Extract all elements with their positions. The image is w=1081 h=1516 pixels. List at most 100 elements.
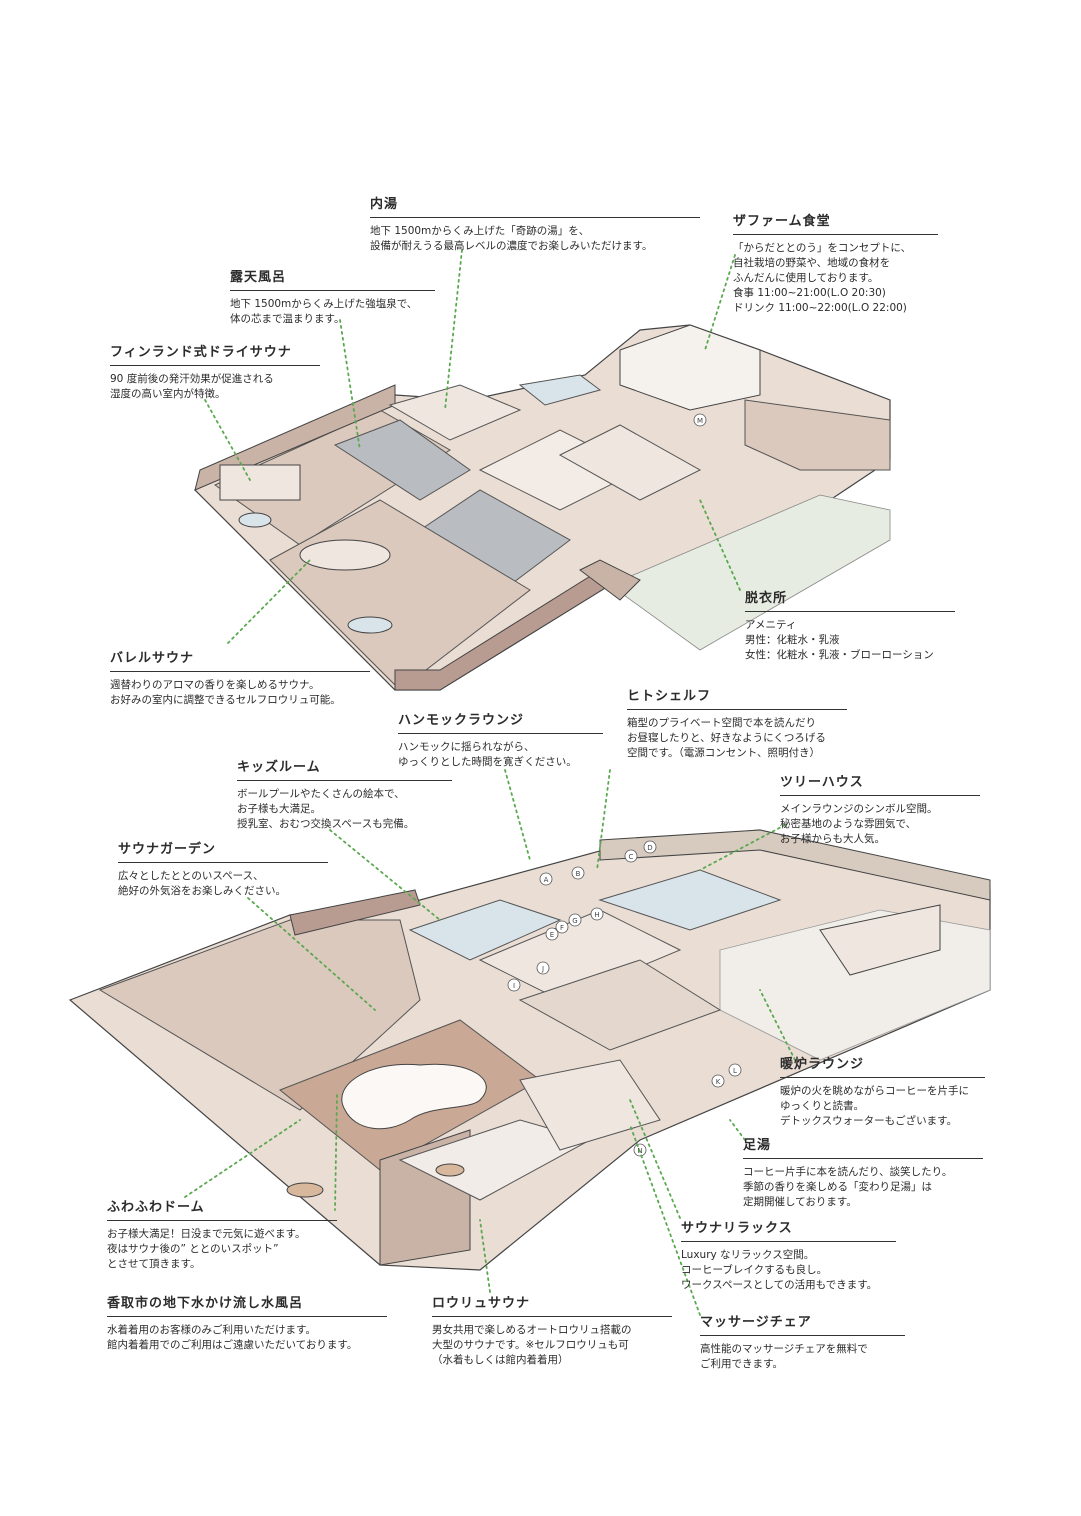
- callout-line: 空間です。（電源コンセント、照明付き）: [627, 747, 820, 759]
- lower-floor-plan: A B C D E F G H I J K: [68, 829, 991, 1271]
- callout-rotenburo: 露天風呂 地下 1500mからくみ上げた強塩泉で、 体の芯まで温まります。: [230, 266, 435, 327]
- callout-title: 香取市の地下水かけ流し水風呂: [107, 1292, 387, 1317]
- callout-title: ふわふわドーム: [107, 1196, 337, 1221]
- callout-line: 体の芯まで温まります。: [230, 313, 345, 325]
- callout-line: Luxury なリラックス空間。: [681, 1249, 815, 1261]
- callout-line: 週替わりのアロマの香りを楽しめるサウナ。: [110, 679, 320, 691]
- callout-line: デトックスウォーターもございます。: [780, 1115, 958, 1127]
- callout-line: メインラウンジのシンボル空間。: [780, 803, 938, 815]
- callout-hitoshelf: ヒトシェルフ 箱型のプライベート空間で本を読んだり お昼寝したりと、好きなように…: [627, 685, 847, 761]
- map-marker-E: E: [550, 931, 554, 939]
- callout-line: 秘密基地のような雰囲気で、: [780, 818, 917, 830]
- callout-line: アメニティ: [745, 619, 797, 631]
- callout-dressing-room: 脱衣所 アメニティ 男性：化粧水・乳液 女性：化粧水・乳液・ブローローション: [745, 587, 955, 663]
- map-marker-A: A: [544, 876, 549, 884]
- map-marker-B: B: [576, 870, 581, 878]
- callout-line: 男女共用で楽しめるオートロウリュ搭載の: [432, 1324, 632, 1336]
- callout-sauna-garden: サウナガーデン 広々としたととのいスペース、 絶好の外気浴をお楽しみください。: [118, 838, 328, 899]
- callout-katori-water-bath: 香取市の地下水かけ流し水風呂 水着着用のお客様のみご利用いただけます。 館内着着…: [107, 1292, 387, 1353]
- callout-line: 季節の香りを楽しめる「変わり足湯」は: [743, 1181, 932, 1193]
- callout-fireplace-lounge: 暖炉ラウンジ 暖炉の火を眺めながらコーヒーを片手に ゆっくりと読書。 デトックス…: [780, 1053, 985, 1129]
- callout-line: 湿度の高い室内が特徴。: [110, 388, 226, 400]
- callout-title: ツリーハウス: [780, 771, 980, 796]
- callout-line: お昼寝したりと、好きなようにくつろげる: [627, 732, 826, 744]
- callout-sauna-relax: サウナリラックス Luxury なリラックス空間。 コーヒーブレイクするも良し。…: [681, 1217, 896, 1293]
- callout-line: お好みの室内に調整できるセルフロウリュ可能。: [110, 694, 341, 706]
- callout-line: コーヒーブレイクするも良し。: [681, 1264, 828, 1276]
- callout-line: ふんだんに使用しております。: [733, 272, 879, 284]
- leader-lines: [184, 249, 796, 1316]
- callout-barrel-sauna: バレルサウナ 週替わりのアロマの香りを楽しめるサウナ。 お好みの室内に調整できる…: [110, 647, 370, 708]
- map-marker-H: H: [594, 911, 599, 919]
- callout-line: 設備が耐えうる最高レベルの濃度でお楽しみいただけます。: [370, 240, 653, 252]
- callout-massage-chair: マッサージチェア 高性能のマッサージチェアを無料で ご利用できます。: [700, 1311, 905, 1372]
- callout-line: 地下 1500mからくみ上げた強塩泉で、: [230, 298, 418, 310]
- map-marker-L: L: [733, 1067, 737, 1075]
- callout-title: キッズルーム: [237, 756, 452, 781]
- callout-line: お子様大満足！日没まで元気に遊べます。: [107, 1228, 306, 1240]
- upper-floor-plan: M: [193, 324, 891, 691]
- callout-title: ザファーム食堂: [733, 210, 938, 235]
- map-marker-G: G: [572, 917, 577, 925]
- callout-line: ハンモックに揺られながら、: [398, 741, 535, 753]
- callout-line: ドリンク 11:00~22:00(L.O 22:00): [733, 302, 907, 314]
- map-marker-D: D: [647, 844, 652, 852]
- callout-line: ワークスペースとしての活用もできます。: [681, 1279, 878, 1291]
- callout-loyly-sauna: ロウリュサウナ 男女共用で楽しめるオートロウリュ搭載の 大型のサウナです。※セル…: [432, 1292, 672, 1368]
- callout-line: 女性：化粧水・乳液・ブローローション: [745, 649, 934, 661]
- callout-line: 定期開催しております。: [743, 1196, 857, 1208]
- callout-line: ゆっくりと読書。: [780, 1100, 864, 1112]
- callout-line: お子様からも大人気。: [780, 833, 885, 845]
- callout-line: 自社栽培の野菜や、地域の食材を: [733, 257, 891, 269]
- callout-line: 館内着着用でのご利用はご遠慮いただいております。: [107, 1339, 358, 1351]
- callout-line: 「からだととのう」をコンセプトに、: [733, 242, 912, 254]
- callout-line: 大型のサウナです。※セルフロウリュも可: [432, 1339, 629, 1351]
- callout-line: （水着もしくは館内着着用）: [432, 1354, 569, 1366]
- callout-line: お子様も大満足。: [237, 803, 321, 815]
- callout-line: コーヒー片手に本を読んだり、談笑したり。: [743, 1166, 953, 1178]
- map-marker-I: I: [513, 982, 515, 990]
- map-marker-J: J: [541, 965, 544, 973]
- callout-uchiyu: 内湯 地下 1500mからくみ上げた「奇跡の湯」を、 設備が耐えうる最高レベルの…: [370, 193, 700, 254]
- callout-title: ハンモックラウンジ: [398, 709, 603, 734]
- callout-the-farm: ザファーム食堂 「からだととのう」をコンセプトに、 自社栽培の野菜や、地域の食材…: [733, 210, 938, 316]
- callout-title: バレルサウナ: [110, 647, 370, 672]
- map-marker-M: M: [697, 417, 703, 425]
- callout-line: ご利用できます。: [700, 1358, 783, 1370]
- callout-finnish-sauna: フィンランド式ドライサウナ 90 度前後の発汗効果が促進される 湿度の高い室内が…: [110, 341, 320, 402]
- callout-kids-room: キッズルーム ボールプールやたくさんの絵本で、 お子様も大満足。 授乳室、おむつ…: [237, 756, 452, 832]
- callout-title: 足湯: [743, 1134, 983, 1159]
- callout-line: 90 度前後の発汗効果が促進される: [110, 373, 274, 385]
- callout-fuwafuwa-dome: ふわふわドーム お子様大満足！日没まで元気に遊べます。 夜はサウナ後の” ととの…: [107, 1196, 337, 1272]
- callout-line: 水着着用のお客様のみご利用いただけます。: [107, 1324, 316, 1336]
- map-marker-K: K: [716, 1078, 721, 1086]
- callout-title: サウナガーデン: [118, 838, 328, 863]
- callout-title: ロウリュサウナ: [432, 1292, 672, 1317]
- callout-line: 地下 1500mからくみ上げた「奇跡の湯」を、: [370, 225, 590, 237]
- callout-treehouse: ツリーハウス メインラウンジのシンボル空間。 秘密基地のような雰囲気で、 お子様…: [780, 771, 980, 847]
- callout-line: 暖炉の火を眺めながらコーヒーを片手に: [780, 1085, 969, 1097]
- callout-line: 夜はサウナ後の” ととのいスポット”: [107, 1243, 279, 1255]
- map-marker-F: F: [560, 924, 564, 932]
- callout-title: 脱衣所: [745, 587, 955, 612]
- callout-line: 高性能のマッサージチェアを無料で: [700, 1343, 868, 1355]
- callout-line: 絶好の外気浴をお楽しみください。: [118, 885, 286, 897]
- callout-title: マッサージチェア: [700, 1311, 905, 1336]
- callout-line: 食事 11:00~21:00(L.O 20:30): [733, 287, 886, 299]
- callout-title: ヒトシェルフ: [627, 685, 847, 710]
- callout-ashiyu: 足湯 コーヒー片手に本を読んだり、談笑したり。 季節の香りを楽しめる「変わり足湯…: [743, 1134, 983, 1210]
- callout-line: ボールプールやたくさんの絵本で、: [237, 788, 405, 800]
- map-marker-C: C: [629, 853, 634, 861]
- callout-title: フィンランド式ドライサウナ: [110, 341, 320, 366]
- callout-line: 男性：化粧水・乳液: [745, 634, 840, 646]
- callout-title: サウナリラックス: [681, 1217, 896, 1242]
- callout-line: ゆっくりとした時間を寛ぎください。: [398, 756, 577, 768]
- callout-title: 内湯: [370, 193, 700, 218]
- callout-hammock-lounge: ハンモックラウンジ ハンモックに揺られながら、 ゆっくりとした時間を寛ぎください…: [398, 709, 603, 770]
- callout-title: 暖炉ラウンジ: [780, 1053, 985, 1078]
- callout-title: 露天風呂: [230, 266, 435, 291]
- callout-line: 箱型のプライベート空間で本を読んだり: [627, 717, 816, 729]
- callout-line: とさせて頂きます。: [107, 1258, 201, 1270]
